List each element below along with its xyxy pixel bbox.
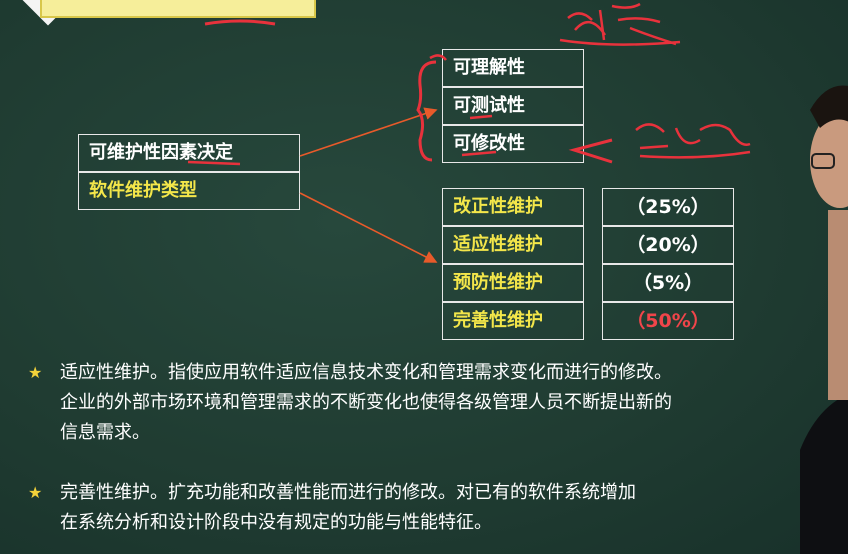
underline-mark [204,19,276,26]
presenter-figure [800,85,848,554]
bullet-line: 完善性维护。扩充功能和改善性能而进行的修改。对已有的软件系统增加 [60,482,636,503]
maintenance-type-percent: （5%） [602,264,734,302]
star-icon: ★ [28,483,43,502]
arrow-to-qualities [299,107,438,157]
arrow-to-maintenance-types [299,192,438,263]
maintenance-type-name: 完善性维护 [442,302,584,340]
quality-modifiability: 可修改性 [442,125,584,163]
bullet-adaptive-maintenance: ★ 适应性维护。指使应用软件适应信息技术变化和管理需求变化而进行的修改。 企业的… [28,358,672,448]
star-icon: ★ [28,363,43,382]
handwritten-note [559,2,681,46]
bullet-line: 适应性维护。指使应用软件适应信息技术变化和管理需求变化而进行的修改。 [60,362,672,383]
quality-understandability: 可理解性 [442,49,584,87]
maintenance-type-percent-highlight: （50%） [602,302,734,340]
bullet-line: 在系统分析和设计阶段中没有规定的功能与性能特征。 [60,512,492,533]
quality-testability: 可测试性 [442,87,584,125]
factors-row-maintenance-type: 软件维护类型 [78,172,300,210]
bullet-perfective-maintenance: ★ 完善性维护。扩充功能和改善性能而进行的修改。对已有的软件系统增加 在系统分析… [28,478,636,538]
maintenance-type-percent: （20%） [602,226,734,264]
maintenance-type-name: 改正性维护 [442,188,584,226]
title-banner [40,0,316,18]
factors-row-decision: 可维护性因素决定 [78,134,300,172]
maintenance-type-percent: （25%） [602,188,734,226]
maintenance-type-name: 预防性维护 [442,264,584,302]
bracket-mark [416,60,437,162]
maintenance-type-name: 适应性维护 [442,226,584,264]
bullet-line: 企业的外部市场环境和管理需求的不断变化也使得各级管理人员不断提出新的 [60,392,672,413]
handwritten-note [635,123,751,159]
bullet-line: 信息需求。 [60,422,150,443]
